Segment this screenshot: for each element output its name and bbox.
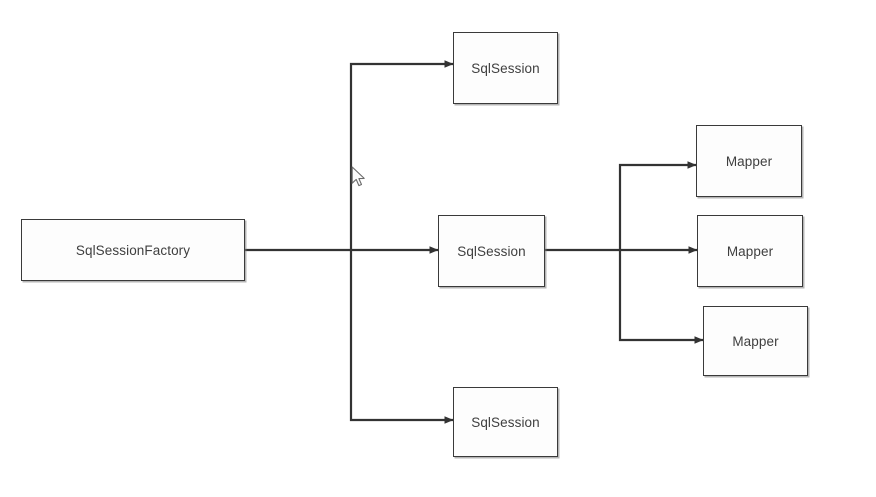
node-label-mapper-bottom: Mapper	[732, 333, 779, 349]
node-sqlsession-top[interactable]: SqlSession	[453, 32, 558, 104]
node-mapper-top[interactable]: Mapper	[696, 125, 802, 197]
edge-branch-to-mapper-bot	[618, 250, 704, 344]
node-label-sqlsession-middle: SqlSession	[457, 243, 526, 259]
node-sqlsessionfactory[interactable]: SqlSessionFactory	[21, 219, 245, 281]
node-mapper-middle[interactable]: Mapper	[697, 215, 803, 287]
node-label-mapper-middle: Mapper	[726, 243, 774, 259]
node-sqlsession-middle[interactable]: SqlSession	[438, 215, 545, 287]
node-label-mapper-top: Mapper	[725, 153, 773, 169]
node-mapper-bottom[interactable]: Mapper	[703, 306, 808, 376]
node-label-sqlsessionfactory: SqlSessionFactory	[75, 242, 191, 258]
node-label-sqlsession-top: SqlSession	[471, 60, 540, 76]
edge-branch-to-sqlsession-bot	[349, 250, 454, 424]
edge-branch-to-mapper-top	[618, 161, 697, 250]
edge-branch-to-sqlsession-top	[349, 60, 454, 250]
node-label-sqlsession-bottom: SqlSession	[471, 414, 540, 430]
node-sqlsession-bottom[interactable]: SqlSession	[453, 387, 558, 457]
